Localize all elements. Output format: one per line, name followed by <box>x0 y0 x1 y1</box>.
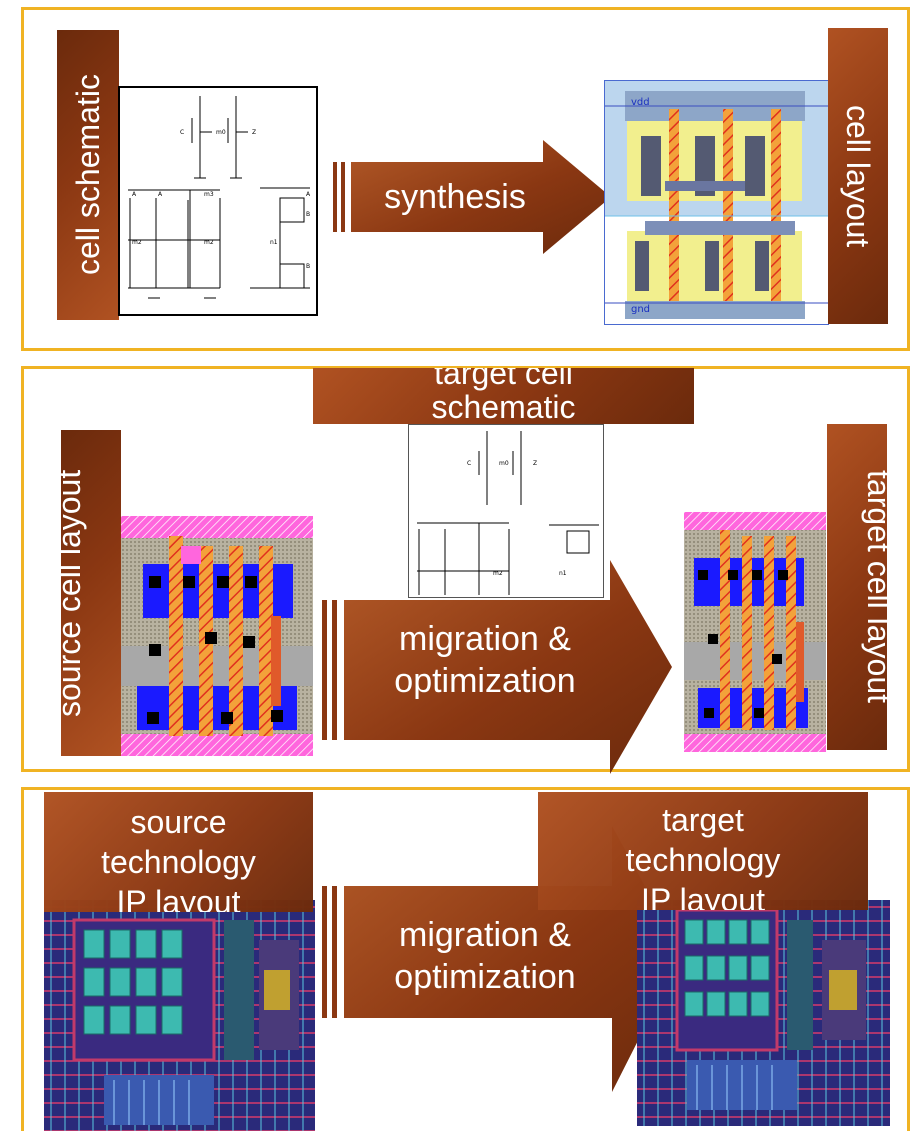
ip-migration-arrow-label: migration & optimization <box>350 906 620 1006</box>
synthesis-text: synthesis <box>384 178 526 216</box>
cell-migration-text: migration & optimization <box>394 620 576 700</box>
svg-text:A: A <box>132 191 137 198</box>
cell-layout-label: cell layout <box>828 28 888 324</box>
svg-text:m2: m2 <box>132 239 142 246</box>
source-cell-drawing <box>121 516 313 756</box>
layout-drawing: vdd gnd <box>605 81 828 324</box>
target-cell-drawing <box>684 512 826 752</box>
svg-text:A: A <box>306 191 311 198</box>
svg-text:m0: m0 <box>499 460 509 467</box>
source-cell-layout-image <box>121 516 313 756</box>
cell-schematic-text: cell schematic <box>70 74 106 276</box>
svg-text:B: B <box>306 263 310 270</box>
svg-text:n1: n1 <box>270 239 278 246</box>
cell-migration-arrow <box>322 560 672 774</box>
cell-layout-text: cell layout <box>840 104 876 248</box>
source-ip-drawing <box>44 900 315 1131</box>
svg-text:m0: m0 <box>216 129 226 136</box>
svg-text:C: C <box>180 129 184 136</box>
synthesis-arrow-label: synthesis <box>355 162 555 232</box>
target-cell-layout-image <box>684 512 826 752</box>
source-cell-layout-text: source cell layout <box>61 469 87 717</box>
target-technology-ip-layout-text: target technology IP layout <box>625 802 781 910</box>
svg-text:m2: m2 <box>204 239 214 246</box>
target-ip-layout-image <box>637 900 890 1126</box>
source-ip-layout-image <box>44 900 315 1131</box>
gnd-label: gnd <box>631 304 650 315</box>
target-cell-schematic-label: target cell schematic <box>313 368 694 424</box>
source-cell-layout-label: source cell layout <box>61 430 121 756</box>
svg-text:B: B <box>306 211 310 218</box>
cell-schematic-label: cell schematic <box>57 30 119 320</box>
svg-text:Z: Z <box>533 460 537 467</box>
cell-migration-arrow-label: migration & optimization <box>350 610 620 710</box>
cell-layout-image: vdd gnd <box>604 80 829 325</box>
source-technology-ip-layout-text: source technology IP layout <box>101 804 256 912</box>
svg-text:Z: Z <box>252 129 256 136</box>
svg-text:n1: n1 <box>559 570 567 577</box>
target-cell-schematic-text: target cell schematic <box>431 368 576 424</box>
source-technology-ip-layout-label: source technology IP layout <box>44 792 313 912</box>
svg-text:A: A <box>158 191 163 198</box>
vdd-label: vdd <box>631 97 650 108</box>
target-cell-layout-label: target cell layout <box>827 424 887 750</box>
svg-text:C: C <box>467 460 471 467</box>
synthesis-arrow <box>333 140 611 254</box>
target-technology-ip-layout-label: target technology IP layout <box>538 792 868 910</box>
svg-text:m3: m3 <box>204 191 214 198</box>
target-cell-layout-text: target cell layout <box>861 470 887 704</box>
ip-migration-text: migration & optimization <box>394 916 576 996</box>
svg-text:m2: m2 <box>493 570 503 577</box>
target-ip-drawing <box>637 900 890 1126</box>
